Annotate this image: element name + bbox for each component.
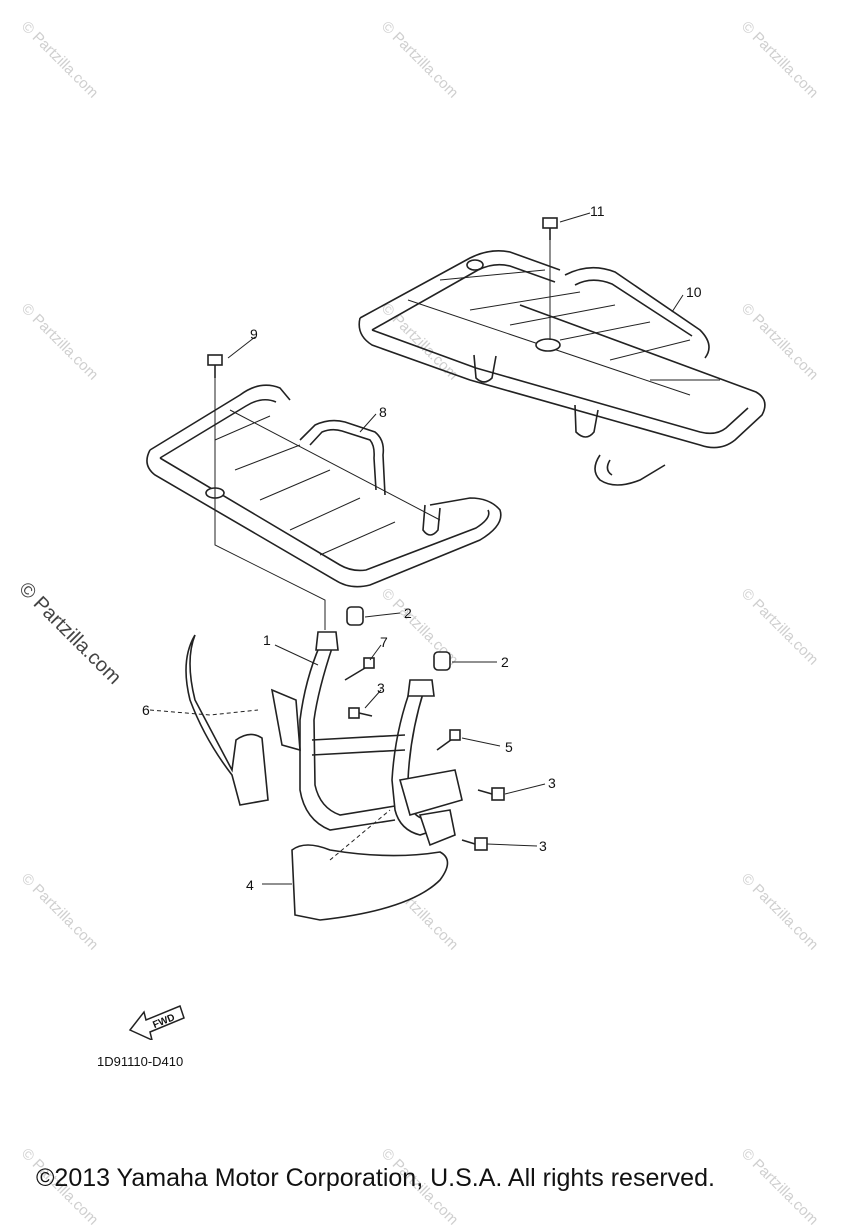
bumper-cap-left[interactable] (185, 634, 269, 806)
fwd-arrow-icon: FWD (128, 1005, 185, 1040)
screws[interactable] (344, 657, 505, 851)
bolt-9[interactable] (207, 354, 326, 630)
bolt-11[interactable] (542, 217, 558, 340)
callout-7: 7 (380, 634, 388, 650)
front-guard[interactable] (270, 631, 463, 847)
callout-5: 5 (505, 739, 513, 755)
rear-rack[interactable] (358, 250, 766, 486)
callout-11: 11 (590, 203, 605, 219)
callout-3: 3 (539, 838, 547, 854)
callout-2: 2 (404, 605, 412, 621)
callout-3: 3 (377, 680, 385, 696)
front-rack[interactable] (146, 384, 502, 588)
callout-2: 2 (501, 654, 509, 670)
parts-diagram (146, 212, 766, 921)
diagram-code: 1D91110-D410 (97, 1054, 184, 1069)
copyright-notice: ©2013 Yamaha Motor Corporation, U.S.A. A… (36, 1164, 715, 1192)
callout-3: 3 (548, 775, 556, 791)
callout-1: 1 (263, 632, 271, 648)
callout-8: 8 (379, 404, 387, 420)
leader-lines (149, 212, 684, 885)
callout-6: 6 (142, 702, 150, 718)
callout-10: 10 (686, 284, 702, 300)
callout-9: 9 (250, 326, 258, 342)
fwd-label: FWD (151, 1012, 176, 1031)
callout-4: 4 (246, 877, 254, 893)
bumper-cap-right[interactable] (291, 844, 449, 921)
rubber-cap[interactable] (346, 606, 451, 671)
